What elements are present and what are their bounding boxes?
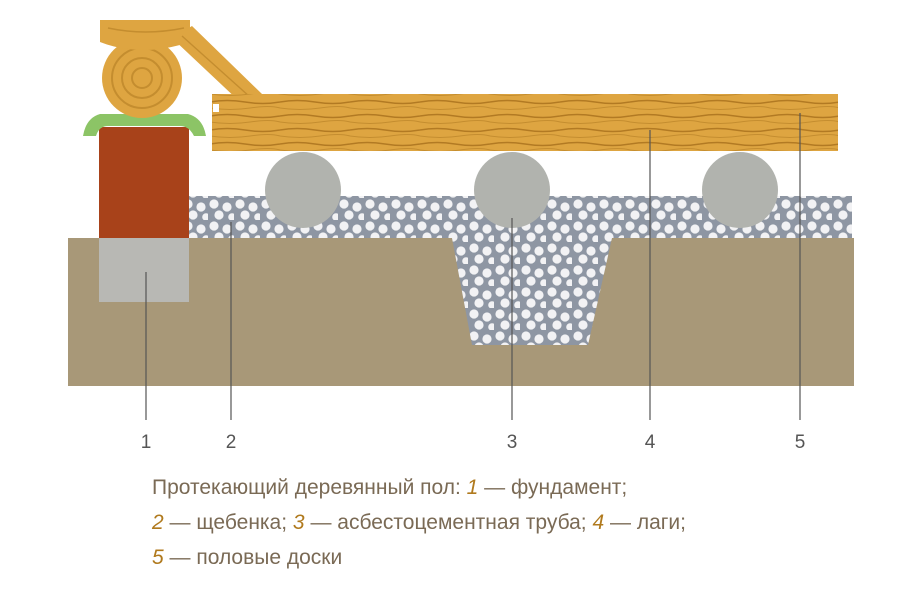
caption-line-3: 5 — половые доски	[152, 540, 872, 575]
upper-log	[100, 20, 190, 50]
pipe-left	[265, 152, 341, 228]
pipe-middle	[474, 152, 550, 228]
caption-text-3: — асбестоцементная труба;	[304, 511, 593, 534]
callout-label-4: 4	[645, 432, 656, 450]
caption-title: Протекающий деревянный пол:	[152, 476, 467, 499]
foundation-brick	[99, 127, 189, 238]
caption-line-2: 2 — щебенка; 3 — асбестоцементная труба;…	[152, 505, 872, 540]
caption-num-2: 2	[152, 511, 164, 534]
waterproofing-gasket	[83, 114, 206, 136]
caption-num-4: 4	[592, 511, 605, 534]
caption-num-5: 5	[152, 546, 164, 569]
caption-text-5: — половые доски	[163, 546, 343, 569]
pipe-right	[702, 152, 778, 228]
caption-text-2: — щебенка;	[163, 511, 293, 534]
callout-label-1: 1	[141, 432, 152, 450]
caption-line-1: Протекающий деревянный пол: 1 — фундамен…	[152, 470, 872, 505]
foundation-footing	[99, 238, 189, 302]
callout-label-3: 3	[507, 432, 518, 450]
caption-num-3: 3	[292, 511, 305, 534]
caption-num-1: 1	[466, 476, 479, 499]
caption-text-1: — фундамент;	[478, 476, 628, 499]
floor-cross-section-diagram: 1 2 3 4 5	[68, 20, 854, 450]
diagram-caption: Протекающий деревянный пол: 1 — фундамен…	[152, 470, 872, 575]
diagonal-brace	[172, 26, 262, 102]
wall-log	[102, 38, 182, 118]
caption-text-4: — лаги;	[604, 511, 686, 534]
callout-label-5: 5	[795, 432, 806, 450]
board-tongue	[213, 104, 219, 112]
callout-label-2: 2	[226, 432, 237, 450]
gravel-pebbles	[188, 196, 852, 345]
